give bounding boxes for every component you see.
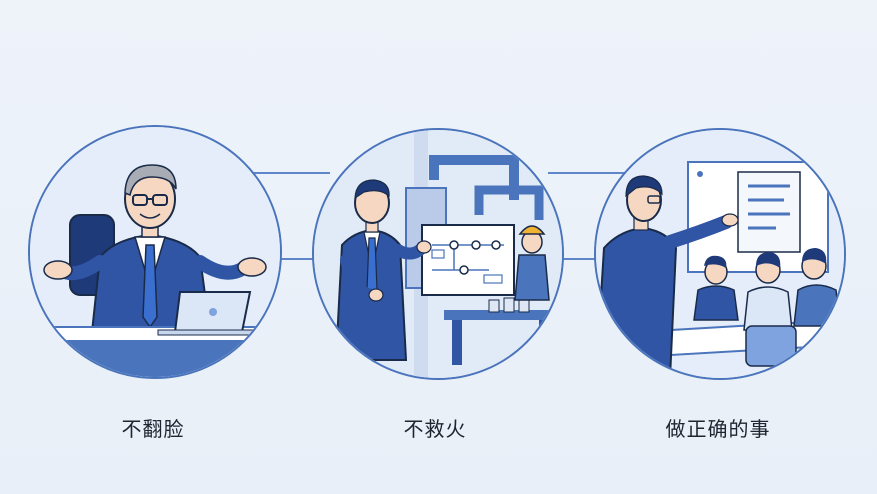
panel-3-circle [594, 128, 846, 380]
connector-line [548, 258, 628, 260]
connector-line [250, 172, 330, 174]
panel-2-circle [312, 128, 564, 380]
caption-no-falling-out: 不翻脸 [121, 417, 185, 441]
manager-presenting-flowchart-icon [314, 130, 562, 378]
connector-line [548, 172, 628, 174]
executive-at-desk-icon [30, 127, 280, 377]
leader-directing-team-icon [596, 130, 844, 378]
connector-line [250, 258, 330, 260]
caption-do-right-thing: 做正确的事 [665, 417, 771, 441]
panel-1-circle [28, 125, 282, 379]
caption-no-firefighting: 不救火 [403, 417, 467, 441]
